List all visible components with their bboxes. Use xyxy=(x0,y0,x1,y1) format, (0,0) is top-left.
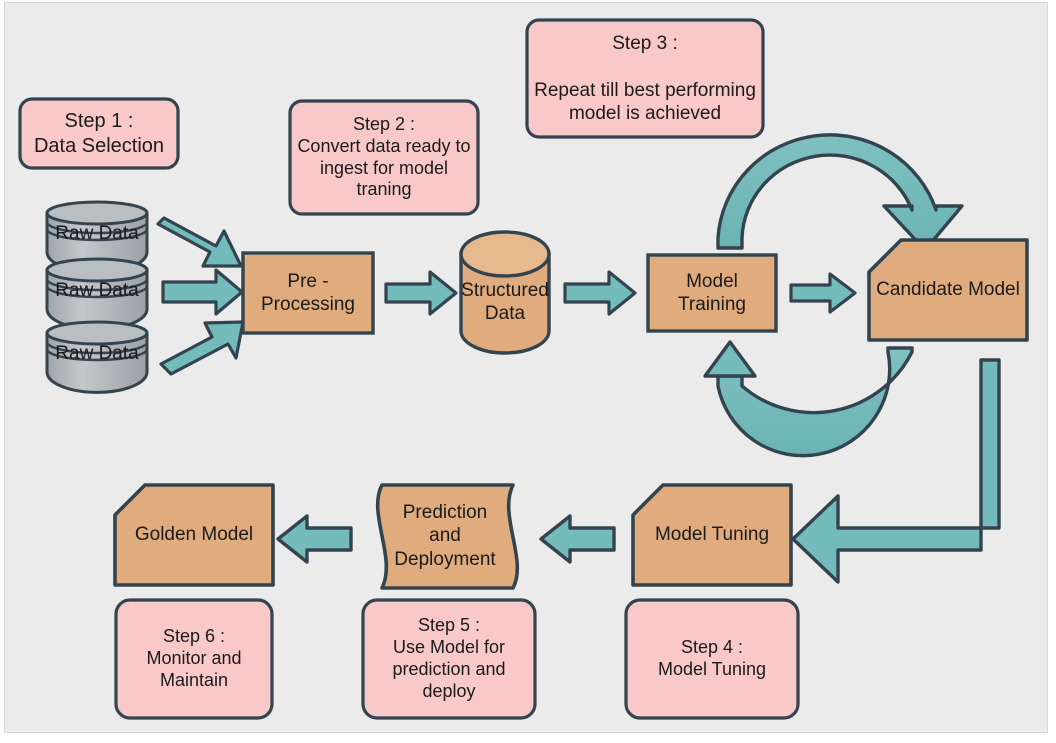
edge-preprocessing-to-structured xyxy=(384,270,458,316)
edge-prediction-to-golden xyxy=(276,514,353,564)
note-step6 xyxy=(114,598,274,720)
edge-candidate-to-tuning xyxy=(791,358,1001,584)
note-step1 xyxy=(18,97,180,170)
node-structured-data xyxy=(459,230,551,355)
node-raw-data-2 xyxy=(45,257,149,331)
node-raw-data-1 xyxy=(45,200,149,274)
edge-tuning-to-prediction xyxy=(539,514,616,564)
node-raw-data-3 xyxy=(45,320,149,394)
edge-training-to-candidate xyxy=(789,272,857,314)
edge-raw3-to-preprocessing xyxy=(159,320,245,376)
edge-loop-bottom-candidate-to-training xyxy=(703,340,914,458)
note-step3 xyxy=(525,18,765,139)
edge-loop-top-training-to-candidate xyxy=(716,133,964,252)
note-step4 xyxy=(624,598,800,720)
node-candidate-model xyxy=(867,238,1029,342)
edge-raw2-to-preprocessing xyxy=(161,268,244,316)
note-step5 xyxy=(361,598,537,720)
node-prediction-and-deployment xyxy=(375,483,520,590)
note-step2 xyxy=(288,99,480,216)
edge-raw1-to-preprocessing xyxy=(156,216,243,268)
node-model-training xyxy=(646,253,778,333)
node-model-tuning xyxy=(631,483,793,587)
edge-structured-to-training xyxy=(563,270,637,316)
node-golden-model xyxy=(113,483,275,587)
node-preprocessing xyxy=(241,251,375,335)
